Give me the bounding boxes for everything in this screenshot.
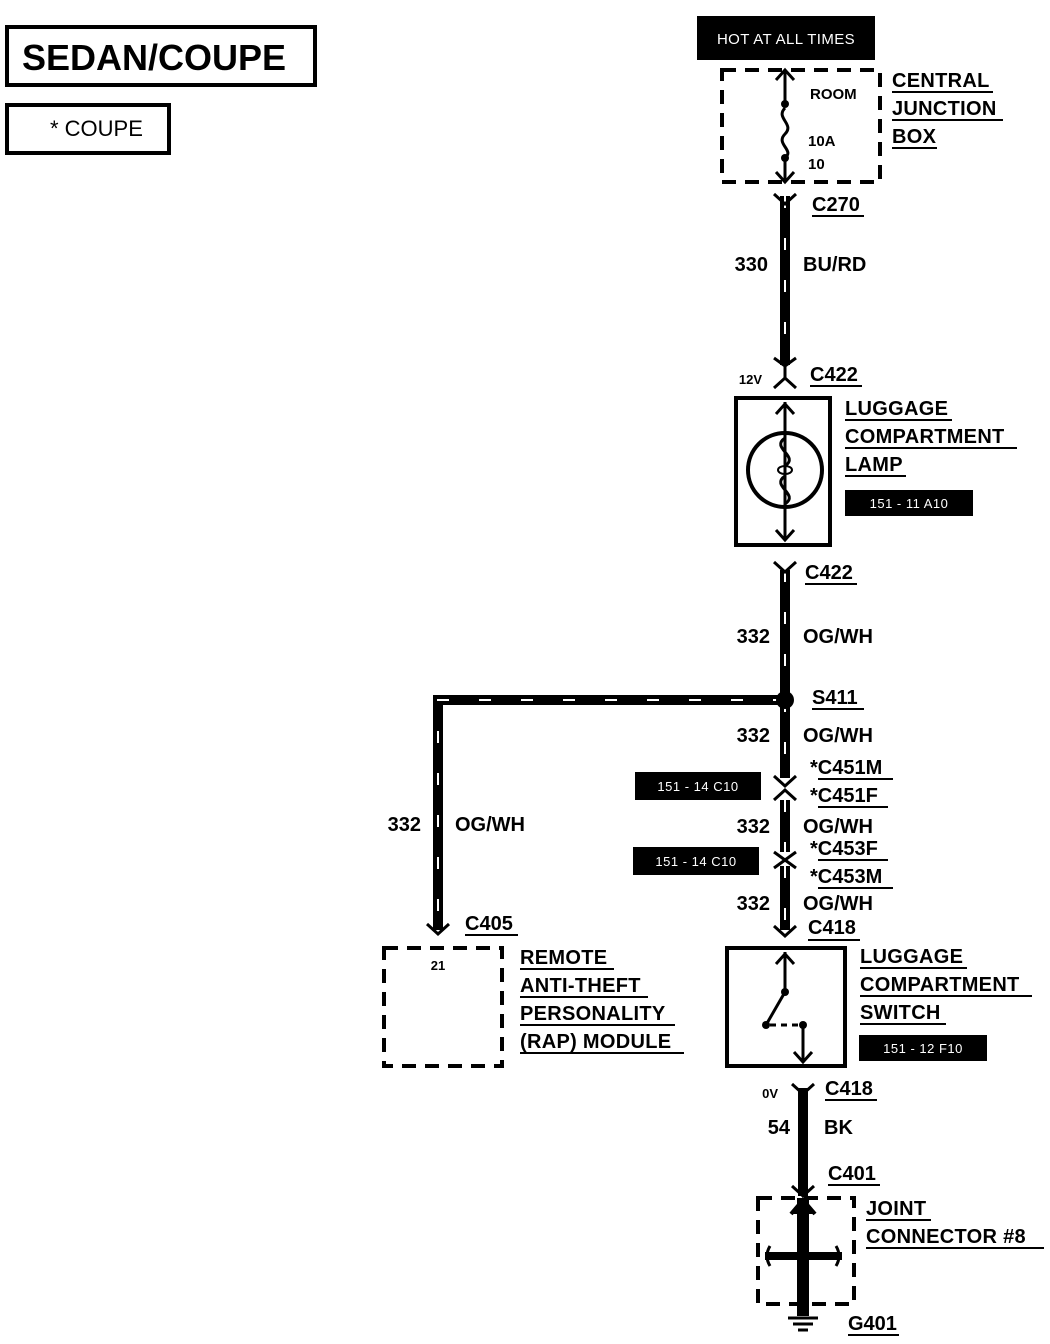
wire-332-left-color: OG/WH <box>455 814 525 836</box>
switch-line-1: LUGGAGE <box>860 946 963 968</box>
legend-block: * COUPE <box>5 103 171 155</box>
rap-line-1: REMOTE <box>520 947 607 969</box>
joint-connector-label: JOINT CONNECTOR #8 <box>866 1198 1044 1249</box>
hot-at-all-times-badge: HOT AT ALL TIMES <box>697 16 875 60</box>
joint-line-2: CONNECTOR #8 <box>866 1226 1026 1248</box>
hot-at-all-times-label: HOT AT ALL TIMES <box>717 31 855 48</box>
switch-line-2: COMPARTMENT <box>860 974 1020 996</box>
wire-332-a-circuit: 332 <box>737 626 770 648</box>
luggage-compartment-switch <box>725 946 847 1068</box>
title-block: SEDAN/COUPE <box>5 25 317 87</box>
page-title: SEDAN/COUPE <box>22 37 286 78</box>
rap-line-4: (RAP) MODULE <box>520 1031 671 1053</box>
c418-top-label: C418 <box>808 917 856 939</box>
switch-contact-icon <box>764 991 787 1026</box>
c451f-label: *C451F <box>810 785 878 807</box>
lamp-feed-voltage: 12V <box>739 372 762 387</box>
connector-c422-top: C422 12V <box>739 356 862 390</box>
c405-label: C405 <box>465 913 513 935</box>
connector-c270: C270 <box>772 192 864 217</box>
cjb-line-1: CENTRAL <box>892 70 990 92</box>
switch-ground-voltage: 0V <box>762 1086 778 1101</box>
wire-332-c-color: OG/WH <box>803 816 873 838</box>
lamp-line-1: LUGGAGE <box>845 398 948 420</box>
g401-label: G401 <box>848 1313 897 1335</box>
fuse-name: ROOM <box>810 86 857 103</box>
joint-connector-8 <box>756 1196 856 1332</box>
wire-332-b-color: OG/WH <box>803 725 873 747</box>
lamp-reference-badge: 151 - 11 A10 <box>870 496 949 511</box>
wire-330-circuit: 330 <box>735 254 768 276</box>
c418-bottom-label: C418 <box>825 1078 873 1100</box>
wire-332-b-circuit: 332 <box>737 725 770 747</box>
fuse-rating: 10A <box>808 133 836 150</box>
central-junction-box-label: CENTRAL JUNCTION BOX <box>892 70 1003 149</box>
c453-reference-badge: 151 - 14 C10 <box>655 854 736 869</box>
connector-c418-bottom: C418 0V <box>762 1078 877 1101</box>
rap-module: 21 <box>382 946 504 1068</box>
rap-line-3: PERSONALITY <box>520 1003 666 1025</box>
cjb-line-3: BOX <box>892 126 937 148</box>
splice-s411: S411 <box>776 687 864 710</box>
lamp-line-2: COMPARTMENT <box>845 426 1005 448</box>
wire-332-left-circuit: 332 <box>388 814 421 836</box>
switch-reference-badge: 151 - 12 F10 <box>883 1041 963 1056</box>
legend-note: * COUPE <box>50 116 143 141</box>
c453f-label: *C453F <box>810 838 878 860</box>
c401-label: C401 <box>828 1163 876 1185</box>
joint-line-1: JOINT <box>866 1198 926 1220</box>
fuse-number: 10 <box>808 156 825 173</box>
switch-label: LUGGAGE COMPARTMENT SWITCH 151 - 12 F10 <box>859 946 1032 1061</box>
c405-pin-number: 21 <box>431 958 445 973</box>
connector-c453: *C453F *C453M 151 - 14 C10 <box>633 838 893 889</box>
c270-label: C270 <box>812 194 860 216</box>
connector-c418-top: C418 <box>772 917 860 941</box>
connector-c422-bottom: C422 <box>772 560 857 585</box>
rap-line-2: ANTI-THEFT <box>520 975 641 997</box>
cjb-line-2: JUNCTION <box>892 98 997 120</box>
wire-332-to-rap-module <box>433 695 785 930</box>
connector-c451: *C451M *C451F 151 - 14 C10 <box>635 757 893 808</box>
wire-332-d-circuit: 332 <box>737 893 770 915</box>
connector-c401: C401 <box>790 1163 880 1199</box>
wire-54-circuit: 54 <box>768 1117 791 1139</box>
wire-54-color: BK <box>824 1117 853 1139</box>
lamp-line-3: LAMP <box>845 454 903 476</box>
s411-label: S411 <box>812 687 858 709</box>
switch-line-3: SWITCH <box>860 1002 941 1024</box>
lamp-label: LUGGAGE COMPARTMENT LAMP 151 - 11 A10 <box>845 398 1017 516</box>
connector-c405: C405 <box>425 913 518 937</box>
wire-332-c-circuit: 332 <box>737 816 770 838</box>
c451m-label: *C451M <box>810 757 882 779</box>
wire-332-d-color: OG/WH <box>803 893 873 915</box>
central-junction-box: ROOM 10A 10 <box>720 67 882 185</box>
luggage-compartment-lamp <box>734 396 832 547</box>
c453m-label: *C453M <box>810 866 882 888</box>
wire-332-a-color: OG/WH <box>803 626 873 648</box>
rap-module-label: REMOTE ANTI-THEFT PERSONALITY (RAP) MODU… <box>520 947 684 1054</box>
wire-330-color: BU/RD <box>803 254 866 276</box>
c422-bottom-label: C422 <box>805 562 853 584</box>
c422-top-label: C422 <box>810 364 858 386</box>
c451-reference-badge: 151 - 14 C10 <box>657 779 738 794</box>
